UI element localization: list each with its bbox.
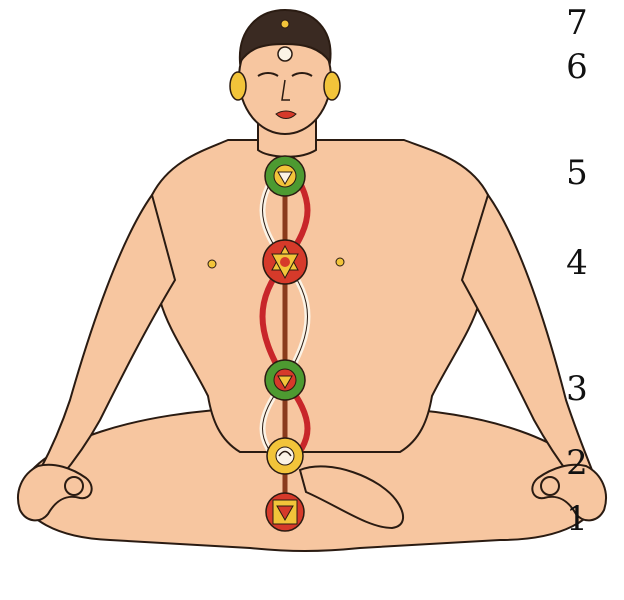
throat-chakra-icon — [264, 155, 306, 197]
left-mudra-circle — [64, 476, 84, 496]
chakra-number-4: 4 — [566, 243, 588, 283]
left-nipple — [207, 259, 217, 269]
solar-plexus-chakra-icon — [264, 359, 306, 401]
red-channel — [259, 158, 311, 471]
hair — [238, 8, 332, 65]
right-hand — [531, 463, 607, 522]
heart-chakra-icon — [262, 239, 308, 285]
lips — [275, 110, 297, 119]
right-nipple — [335, 257, 345, 267]
right-mudra-circle — [540, 476, 560, 496]
root-chakra-icon — [265, 492, 305, 532]
sacral-chakra-icon — [266, 437, 304, 475]
chakra-number-3: 3 — [566, 369, 588, 409]
chakra-number-1: 1 — [566, 499, 588, 539]
nose — [281, 79, 290, 101]
right-foot — [298, 465, 404, 530]
left-eye — [257, 72, 279, 77]
left-hand — [17, 463, 93, 522]
chakra-number-6: 6 — [566, 47, 588, 87]
left-ear — [229, 71, 247, 101]
torso — [145, 139, 495, 453]
white-channel-outline — [262, 159, 308, 469]
chakra-number-2: 2 — [566, 443, 588, 483]
chakra-number-7: 7 — [566, 3, 588, 43]
right-eye — [291, 72, 313, 77]
chakra-number-5: 5 — [566, 153, 588, 193]
right-ear — [323, 71, 341, 101]
crown-chakra-icon — [280, 19, 290, 29]
third-eye-chakra-icon — [277, 46, 293, 62]
